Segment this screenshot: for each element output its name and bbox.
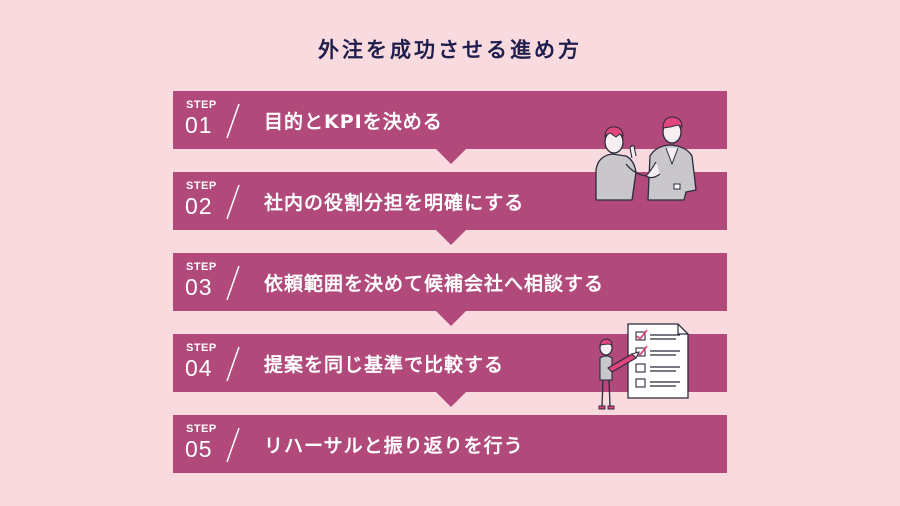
checklist-illustration xyxy=(598,323,689,410)
slash-divider xyxy=(226,103,240,139)
step-label: STEP xyxy=(186,180,217,192)
down-arrow xyxy=(436,149,466,164)
step-02: STEP 02 社内の役割分担を明確にする xyxy=(173,172,727,245)
step-label: STEP xyxy=(186,99,217,111)
slash-divider xyxy=(226,184,240,220)
step-number: 01 xyxy=(185,112,213,138)
step-text: リハーサルと振り返りを行う xyxy=(264,435,524,457)
step-text: 依頼範囲を決めて候補会社へ相談する xyxy=(264,273,605,295)
handshake-illustration xyxy=(595,116,697,201)
step-text: 社内の役割分担を明確にする xyxy=(264,192,525,214)
down-arrow xyxy=(436,392,466,407)
step-03: STEP 03 依頼範囲を決めて候補会社へ相談する xyxy=(173,253,727,326)
step-01: STEP 01 目的とKPIを決める xyxy=(173,91,727,164)
down-arrow xyxy=(436,230,466,245)
step-05: STEP 05 リハーサルと振り返りを行う xyxy=(173,415,727,473)
step-label: STEP xyxy=(186,261,217,273)
slash-divider xyxy=(226,265,240,301)
step-number: 04 xyxy=(185,355,213,381)
step-text: 提案を同じ基準で比較する xyxy=(264,354,505,376)
slash-divider xyxy=(226,427,240,463)
step-text: 目的とKPIを決める xyxy=(264,111,443,133)
step-label: STEP xyxy=(186,342,217,354)
step-label: STEP xyxy=(186,423,217,435)
step-number: 05 xyxy=(185,436,213,462)
down-arrow xyxy=(436,311,466,326)
slash-divider xyxy=(226,346,240,382)
step-number: 02 xyxy=(185,193,213,219)
step-number: 03 xyxy=(185,274,213,300)
page-title: 外注を成功させる進め方 xyxy=(318,38,582,62)
